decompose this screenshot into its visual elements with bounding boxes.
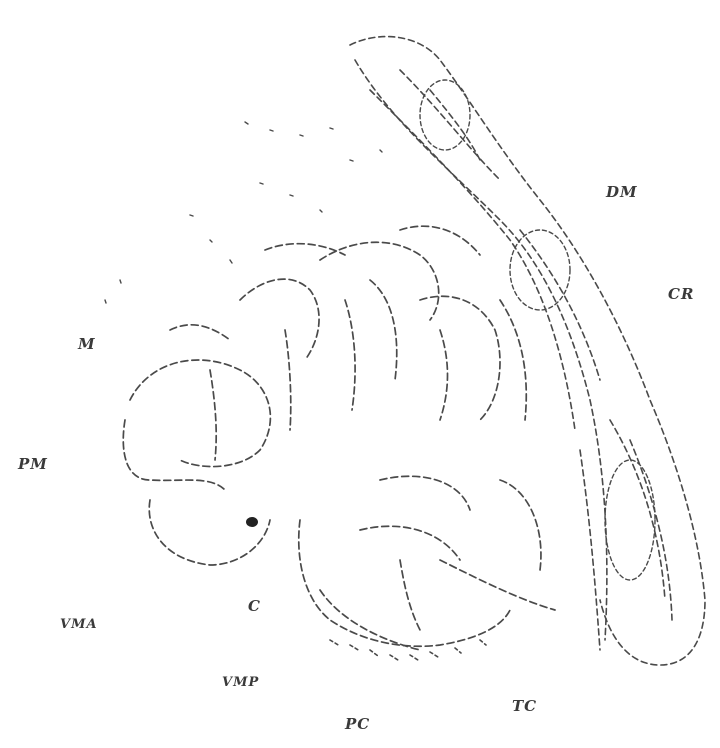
dark-mark <box>246 517 258 527</box>
label-dm: DM <box>606 183 638 201</box>
label-vmp: VMP <box>222 675 260 690</box>
scattered-dots <box>104 121 383 304</box>
label-pc: PC <box>345 715 371 733</box>
dorsal-band-loops <box>419 79 656 581</box>
label-pm: PM <box>18 455 48 473</box>
label-tc: TC <box>512 697 538 715</box>
label-cr: CR <box>668 285 695 303</box>
label-m: M <box>78 335 96 353</box>
folded-body <box>122 225 556 651</box>
dorsal-band-outline <box>349 35 706 666</box>
lower-ridges <box>329 639 487 661</box>
label-c: C <box>248 597 261 615</box>
label-vma: VMA <box>60 617 98 632</box>
